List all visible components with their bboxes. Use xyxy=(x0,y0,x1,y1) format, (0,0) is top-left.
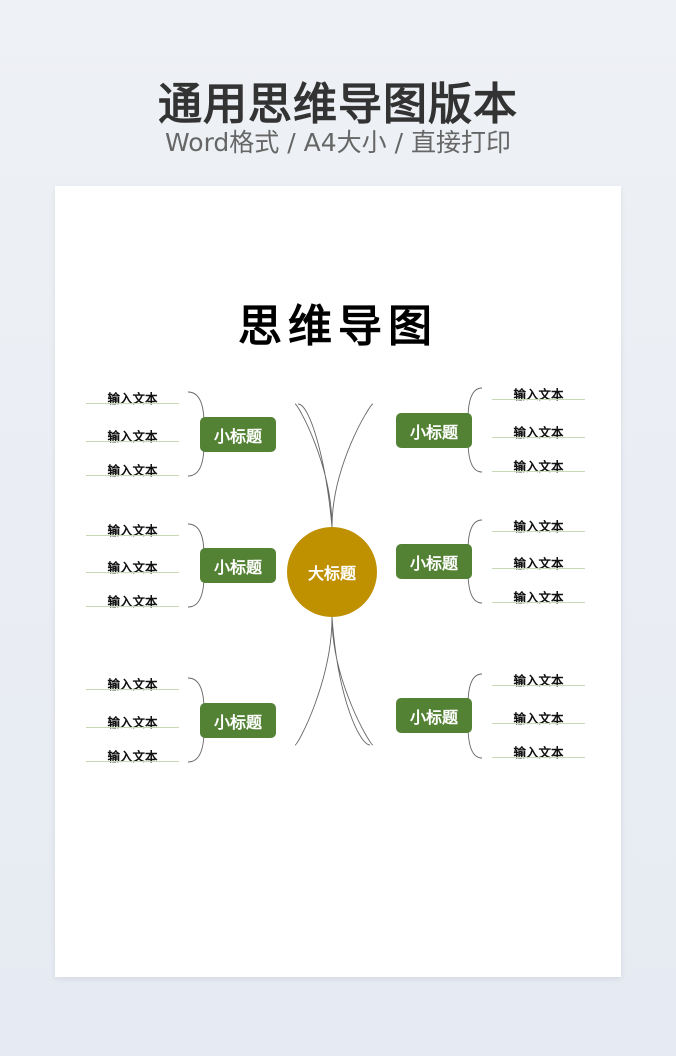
text-underline xyxy=(492,437,585,438)
subtopic-1[interactable]: 小标题 xyxy=(200,417,276,452)
subtopic-6[interactable]: 小标题 xyxy=(396,698,472,733)
text-underline xyxy=(86,403,179,404)
text-item[interactable]: 输入文本 xyxy=(107,391,158,406)
subtopic-5[interactable]: 小标题 xyxy=(396,544,472,579)
text-item[interactable]: 输入文本 xyxy=(513,459,564,474)
text-item[interactable]: 输入文本 xyxy=(107,715,158,730)
text-underline xyxy=(86,761,179,762)
text-item[interactable]: 输入文本 xyxy=(513,711,564,726)
text-item[interactable]: 输入文本 xyxy=(513,387,564,402)
text-underline xyxy=(492,723,585,724)
text-underline xyxy=(86,572,179,573)
text-underline xyxy=(492,399,585,400)
text-item[interactable]: 输入文本 xyxy=(107,560,158,575)
text-item[interactable]: 输入文本 xyxy=(513,590,564,605)
text-underline xyxy=(492,531,585,532)
subtopic-2[interactable]: 小标题 xyxy=(200,548,276,583)
text-item[interactable]: 输入文本 xyxy=(107,677,158,692)
text-underline xyxy=(86,689,179,690)
text-item[interactable]: 输入文本 xyxy=(513,519,564,534)
subtopic-3[interactable]: 小标题 xyxy=(200,703,276,738)
subtopic-4[interactable]: 小标题 xyxy=(396,413,472,448)
header-title: 通用思维导图版本 xyxy=(158,79,518,130)
text-underline xyxy=(492,568,585,569)
text-item[interactable]: 输入文本 xyxy=(107,429,158,444)
text-item[interactable]: 输入文本 xyxy=(107,463,158,478)
header-subtitle: Word格式 / A4大小 / 直接打印 xyxy=(165,128,511,157)
text-item[interactable]: 输入文本 xyxy=(107,749,158,764)
text-item[interactable]: 输入文本 xyxy=(513,745,564,760)
text-underline xyxy=(492,757,585,758)
text-underline xyxy=(86,475,179,476)
connector-path xyxy=(187,387,483,763)
text-item[interactable]: 输入文本 xyxy=(107,594,158,609)
text-underline xyxy=(492,602,585,603)
text-underline xyxy=(86,727,179,728)
text-item[interactable]: 输入文本 xyxy=(513,425,564,440)
text-item[interactable]: 输入文本 xyxy=(513,556,564,571)
text-underline xyxy=(86,535,179,536)
text-item[interactable]: 输入文本 xyxy=(107,523,158,538)
text-underline xyxy=(492,685,585,686)
text-underline xyxy=(86,606,179,607)
document-title: 思维导图 xyxy=(238,301,438,352)
text-underline xyxy=(86,441,179,442)
text-item[interactable]: 输入文本 xyxy=(513,673,564,688)
text-underline xyxy=(492,471,585,472)
central-topic[interactable]: 大标题 xyxy=(287,527,377,617)
